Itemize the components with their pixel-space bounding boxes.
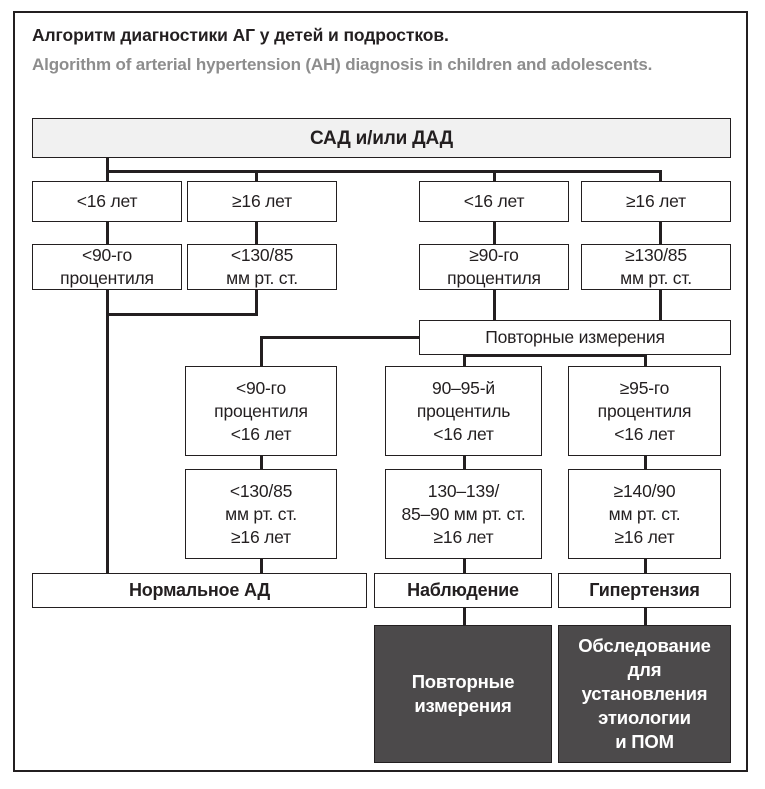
node-crit-lt13085-label: <130/85 мм рт. ст. (226, 245, 298, 288)
node-result-hypertension[interactable]: Гипертензия (558, 573, 731, 608)
node-crit-ge13085-label: ≥130/85 мм рт. ст. (620, 245, 692, 288)
connector-age3-to-crit3 (493, 221, 496, 245)
node-bp-ge14090-label: ≥140/90 мм рт. ст. ≥16 лет (608, 480, 681, 547)
node-result-observe-label: Наблюдение (407, 580, 519, 600)
node-age-left-lt16-label: <16 лет (76, 191, 138, 211)
connector-root-to-bus (106, 157, 109, 197)
node-pct-lt90[interactable]: <90-го процентиля <16 лет (185, 366, 337, 456)
connector-bp2-to-observe (463, 558, 466, 574)
connector-repeat-bottom-bus (463, 354, 644, 357)
connector-observe-to-action (463, 607, 466, 626)
connector-left-trunk-to-normal (106, 313, 109, 574)
node-age-right-lt16[interactable]: <16 лет (419, 181, 569, 222)
node-pct-ge95[interactable]: ≥95-го процентиля <16 лет (568, 366, 721, 456)
node-bp-130-139[interactable]: 130–139/ 85–90 мм рт. ст. ≥16 лет (385, 469, 542, 559)
node-crit-ge90-label: ≥90-го процентиля (447, 245, 541, 288)
connector-repeat-left-arm (260, 336, 424, 339)
connector-crit4-to-repeat (659, 289, 662, 321)
connector-repeat-to-pct2 (463, 354, 466, 367)
figure-title-en: Algorithm of arterial hypertension (AH) … (32, 55, 653, 74)
node-root-label: САД и/или ДАД (309, 127, 454, 149)
node-bp-lt13085[interactable]: <130/85 мм рт. ст. ≥16 лет (185, 469, 337, 559)
node-bp-ge14090[interactable]: ≥140/90 мм рт. ст. ≥16 лет (568, 469, 721, 559)
node-bp-130-139-label: 130–139/ 85–90 мм рт. ст. ≥16 лет (401, 480, 526, 547)
node-root[interactable]: САД и/или ДАД (32, 118, 731, 158)
connector-pct1-to-bp1 (260, 455, 263, 476)
node-age-right-ge16-label: ≥16 лет (626, 191, 686, 211)
node-age-right-lt16-label: <16 лет (463, 191, 525, 211)
node-result-hypertension-label: Гипертензия (589, 580, 700, 600)
node-age-right-ge16[interactable]: ≥16 лет (581, 181, 731, 222)
node-age-left-lt16[interactable]: <16 лет (32, 181, 182, 222)
node-crit-lt13085[interactable]: <130/85 мм рт. ст. (187, 244, 337, 290)
connector-repeat-to-pct3 (644, 354, 647, 367)
node-result-normal[interactable]: Нормальное АД (32, 573, 367, 608)
node-age-left-ge16-label: ≥16 лет (232, 191, 292, 211)
connector-left-join (106, 313, 258, 316)
connector-bp1-to-normal (260, 558, 263, 574)
node-pct-90-95[interactable]: 90–95-й процентиль <16 лет (385, 366, 542, 456)
node-pct-ge95-label: ≥95-го процентиля <16 лет (597, 377, 692, 444)
connector-pct2-to-bp2 (463, 455, 466, 476)
node-crit-ge90[interactable]: ≥90-го процентиля (419, 244, 569, 290)
connector-crit3-to-repeat (493, 289, 496, 321)
figure-frame: Алгоритм диагностики АГ у детей и подрос… (13, 11, 748, 772)
connector-bp3-to-hypertension (644, 558, 647, 574)
node-crit-lt90-label: <90-го процентиля (60, 245, 154, 288)
node-repeat-measure-label: Повторные измерения (485, 327, 665, 347)
connector-root-bus (106, 170, 661, 173)
connector-crit1-down (106, 289, 109, 315)
node-result-observe[interactable]: Наблюдение (374, 573, 552, 608)
node-age-left-ge16[interactable]: ≥16 лет (187, 181, 337, 222)
node-pct-90-95-label: 90–95-й процентиль <16 лет (416, 377, 511, 444)
node-action-etiology-label: Обследование для установления этиологии … (578, 635, 711, 752)
connector-crit2-down (255, 289, 258, 315)
node-pct-lt90-label: <90-го процентиля <16 лет (214, 377, 308, 444)
node-action-repeat[interactable]: Повторные измерения (374, 625, 552, 763)
node-action-etiology[interactable]: Обследование для установления этиологии … (558, 625, 731, 763)
figure-title-ru: Алгоритм диагностики АГ у детей и подрос… (32, 25, 449, 45)
node-action-repeat-label: Повторные измерения (411, 671, 515, 716)
node-crit-ge13085[interactable]: ≥130/85 мм рт. ст. (581, 244, 731, 290)
connector-age2-to-crit2 (255, 221, 258, 245)
connector-hypertension-to-action (644, 607, 647, 626)
connector-age4-to-crit4 (659, 221, 662, 245)
connector-age1-to-crit1 (106, 221, 109, 245)
node-crit-lt90[interactable]: <90-го процентиля (32, 244, 182, 290)
node-repeat-measure[interactable]: Повторные измерения (419, 320, 731, 355)
node-bp-lt13085-label: <130/85 мм рт. ст. ≥16 лет (225, 480, 297, 547)
connector-repeat-to-pct1 (260, 336, 263, 367)
node-result-normal-label: Нормальное АД (128, 580, 271, 600)
connector-pct3-to-bp3 (644, 455, 647, 476)
